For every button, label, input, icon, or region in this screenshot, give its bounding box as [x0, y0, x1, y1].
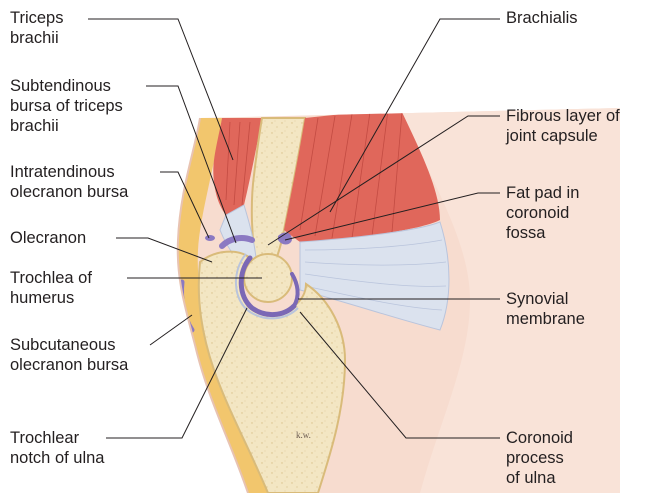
label-fat-pad: Fat pad in coronoid fossa [506, 183, 579, 243]
label-intratendinous-bursa: Intratendinous olecranon bursa [10, 162, 128, 202]
artist-signature: k.w. [296, 430, 311, 440]
label-trochlea-of-humerus: Trochlea of humerus [10, 268, 92, 308]
intratendinous-bursa [205, 235, 215, 241]
label-triceps-brachii: Triceps brachii [10, 8, 63, 48]
label-fibrous-layer: Fibrous layer of joint capsule [506, 106, 620, 146]
label-subtendinous-bursa: Subtendinous bursa of triceps brachii [10, 76, 123, 136]
label-trochlear-notch: Trochlear notch of ulna [10, 428, 105, 468]
leader-subcutaneous [150, 315, 192, 345]
label-synovial-membrane: Synovial membrane [506, 289, 585, 329]
label-brachialis: Brachialis [506, 8, 578, 28]
label-coronoid-process: Coronoid process of ulna [506, 428, 573, 488]
label-subcutaneous-bursa: Subcutaneous olecranon bursa [10, 335, 128, 375]
label-olecranon: Olecranon [10, 228, 86, 248]
